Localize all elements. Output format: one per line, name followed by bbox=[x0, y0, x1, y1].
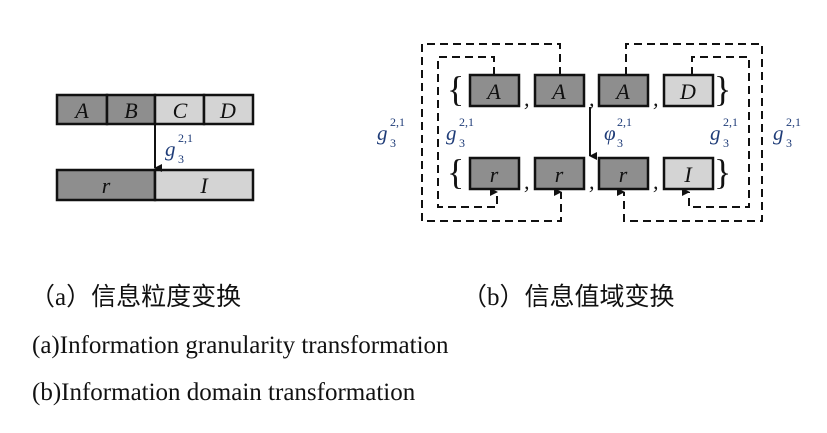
superscript: 2,1 bbox=[786, 115, 801, 129]
cell-label: r bbox=[555, 162, 564, 187]
cell-i bbox=[153, 168, 255, 202]
cell-label: r bbox=[490, 162, 499, 187]
caption-a-chinese: （a）信息粒度变换 bbox=[30, 283, 241, 311]
dashed-loop-outer-right bbox=[617, 43, 763, 222]
comma: , bbox=[524, 169, 530, 194]
brace-close: } bbox=[714, 152, 731, 192]
symbol: g bbox=[710, 121, 721, 145]
cell-label: C bbox=[173, 98, 188, 123]
cell-c bbox=[153, 93, 206, 126]
brace-close: } bbox=[714, 69, 731, 109]
caption-b-english: (b)Information domain transformation bbox=[32, 379, 416, 406]
symbol: g bbox=[377, 121, 388, 145]
superscript: 2,1 bbox=[459, 115, 474, 129]
caption-a-english: (a)Information granularity transformatio… bbox=[32, 332, 449, 359]
comma: , bbox=[589, 86, 595, 111]
cell-label: A bbox=[73, 98, 89, 123]
symbol: g bbox=[773, 121, 784, 145]
panel-b: { } { } A A A D , , , r r r I , , , g 2,… bbox=[377, 43, 801, 222]
subscript: 3 bbox=[459, 136, 465, 150]
g-label-inner-left: g 2,1 3 bbox=[446, 115, 474, 150]
cell-label: A bbox=[550, 79, 566, 104]
superscript: 2,1 bbox=[390, 115, 405, 129]
cell-r bbox=[55, 168, 157, 202]
dashed-loop-inner-left bbox=[437, 56, 498, 208]
brace-open: { bbox=[447, 69, 464, 109]
subscript: 3 bbox=[390, 136, 396, 150]
cell-label: B bbox=[124, 98, 137, 123]
cell-label: A bbox=[485, 79, 501, 104]
brace-open: { bbox=[447, 152, 464, 192]
caption-b-chinese: （b）信息值域变换 bbox=[462, 283, 675, 311]
cell-r bbox=[597, 156, 650, 191]
cell-a bbox=[597, 73, 650, 108]
subscript: 3 bbox=[178, 152, 184, 166]
phi-label: φ 2,1 3 bbox=[604, 115, 632, 150]
g-label-outer-left: g 2,1 3 bbox=[377, 115, 405, 150]
g-label-outer-right: g 2,1 3 bbox=[773, 115, 801, 150]
panel-a: A B C D r I g 2,1 3 bbox=[55, 93, 255, 202]
comma: , bbox=[524, 86, 530, 111]
cell-label: r bbox=[102, 173, 111, 198]
cell-label: I bbox=[199, 173, 209, 198]
dashed-loop-outer-left bbox=[421, 43, 562, 222]
cell-label: I bbox=[683, 162, 693, 187]
cell-label: D bbox=[219, 98, 236, 123]
cell-label: A bbox=[614, 79, 630, 104]
transform-label: g bbox=[165, 137, 176, 161]
subscript: 3 bbox=[617, 136, 623, 150]
cell-b bbox=[105, 93, 157, 126]
dashed-loop-inner-right bbox=[682, 56, 750, 208]
superscript: 2,1 bbox=[178, 131, 193, 145]
cell-d bbox=[662, 73, 715, 108]
g-label-inner-right: g 2,1 3 bbox=[710, 115, 738, 150]
cell-a bbox=[55, 93, 109, 126]
comma: , bbox=[653, 86, 659, 111]
subscript: 3 bbox=[723, 136, 729, 150]
cell-a bbox=[533, 73, 586, 108]
cell-i bbox=[662, 156, 715, 191]
comma: , bbox=[589, 169, 595, 194]
symbol: φ bbox=[604, 121, 616, 145]
superscript: 2,1 bbox=[617, 115, 632, 129]
cell-a bbox=[468, 73, 521, 108]
cell-label: D bbox=[679, 79, 696, 104]
comma: , bbox=[653, 169, 659, 194]
cell-label: r bbox=[619, 162, 628, 187]
cell-r bbox=[468, 156, 521, 191]
symbol: g bbox=[446, 121, 457, 145]
cell-d bbox=[202, 93, 255, 126]
superscript: 2,1 bbox=[723, 115, 738, 129]
subscript: 3 bbox=[786, 136, 792, 150]
